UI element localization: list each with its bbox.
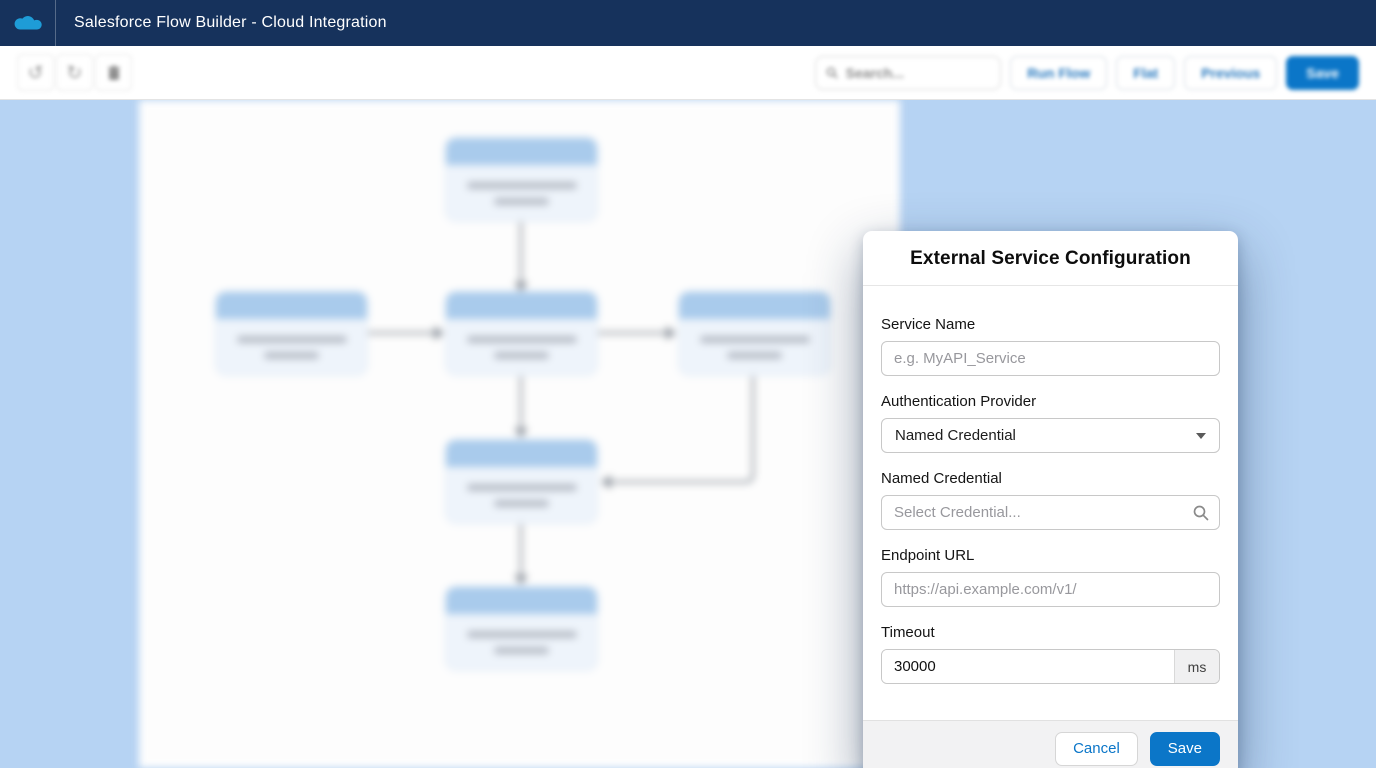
named-credential-label: Named Credential — [881, 470, 1002, 487]
endpoint-url-label: Endpoint URL — [881, 547, 975, 564]
named-credential-field[interactable] — [881, 495, 1220, 530]
flow-node-right[interactable] — [679, 292, 830, 375]
delete-button[interactable] — [95, 54, 132, 91]
node-header — [216, 292, 367, 319]
undo-icon: ↺ — [27, 61, 44, 84]
flow-node-left[interactable] — [216, 292, 367, 375]
flow-canvas[interactable] — [139, 100, 900, 768]
toolbar-search — [815, 55, 1002, 90]
redo-icon: ↻ — [66, 61, 83, 84]
chevron-down-icon — [1196, 432, 1206, 439]
auth-provider-select[interactable]: Named Credential — [881, 418, 1220, 453]
node-header — [446, 587, 597, 614]
dialog-header: External Service Configuration — [863, 231, 1238, 286]
external-service-config-dialog: External Service Configuration Service N… — [863, 231, 1238, 768]
flow-node-lower[interactable] — [446, 440, 597, 523]
auth-provider-value: Named Credential — [895, 427, 1016, 444]
logo-container — [0, 0, 56, 46]
flow-node-center[interactable] — [446, 292, 597, 375]
auth-provider-label: Authentication Provider — [881, 393, 1037, 410]
previous-button[interactable]: Previous — [1184, 55, 1278, 90]
service-name-field[interactable] — [881, 341, 1220, 376]
save-button[interactable]: Save — [1149, 731, 1220, 766]
redo-button[interactable]: ↻ — [56, 54, 93, 91]
node-header — [679, 292, 830, 319]
node-header — [446, 138, 597, 165]
search-input[interactable] — [845, 64, 991, 81]
service-name-label: Service Name — [881, 316, 976, 333]
timeout-unit: ms — [1174, 650, 1219, 683]
endpoint-url-field[interactable] — [881, 572, 1220, 607]
app-title: Salesforce Flow Builder - Cloud Integrat… — [74, 14, 387, 31]
undo-button[interactable]: ↺ — [17, 54, 54, 91]
node-header — [446, 440, 597, 467]
workspace: External Service Configuration Service N… — [0, 100, 1376, 768]
title-bar: Salesforce Flow Builder - Cloud Integrat… — [0, 0, 1376, 46]
node-header — [446, 292, 597, 319]
search-icon — [826, 67, 838, 78]
timeout-field[interactable] — [882, 650, 1174, 683]
run-flow-button[interactable]: Run Flow — [1010, 55, 1108, 90]
dialog-title: External Service Configuration — [910, 248, 1191, 269]
trash-icon — [107, 65, 120, 80]
dialog-body: Service Name Authentication Provider Nam… — [863, 286, 1238, 720]
cancel-button[interactable]: Cancel — [1055, 731, 1138, 766]
credential-search-icon — [1193, 505, 1209, 520]
salesforce-cloud-icon — [14, 15, 42, 30]
flow-node-end[interactable] — [446, 587, 597, 670]
flat-button[interactable]: Flat — [1116, 55, 1176, 90]
timeout-label: Timeout — [881, 624, 935, 641]
flow-node-start[interactable] — [446, 138, 597, 221]
toolbar-save-button[interactable]: Save — [1286, 55, 1359, 90]
toolbar: ↺ ↻ Run Flow Flat — [0, 46, 1376, 100]
dialog-footer: Cancel Save — [863, 720, 1238, 768]
